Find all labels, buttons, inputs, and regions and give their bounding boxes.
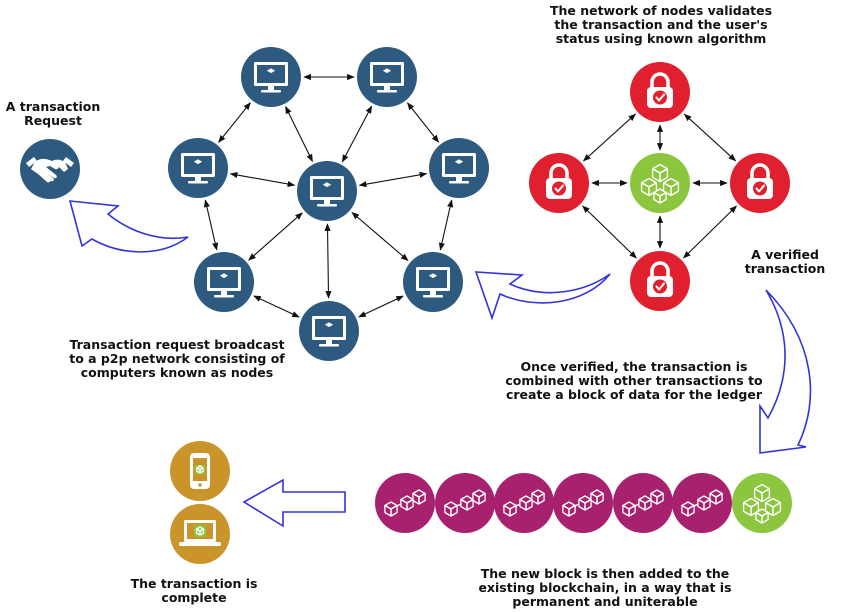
label-combined: Once verified, the transaction is combin… <box>505 359 763 402</box>
cubes-icon <box>384 489 426 517</box>
cubes-icon <box>503 489 545 517</box>
label-verified: A verified transaction <box>744 247 826 276</box>
computer-icon <box>181 153 215 184</box>
network-node-t2 <box>357 47 417 107</box>
cubes-icon <box>562 489 604 517</box>
diagram-nodes <box>20 47 792 564</box>
chain-block-5 <box>613 473 673 533</box>
chain-block-3 <box>494 473 554 533</box>
cubes-icon <box>742 483 782 524</box>
computer-icon <box>310 176 344 207</box>
network-node-b <box>299 301 359 361</box>
computer-icon <box>416 267 450 298</box>
cubes-icon <box>622 489 664 517</box>
lock-icon <box>647 261 673 297</box>
arrow-chain-to-complete <box>242 478 346 528</box>
lock-icon <box>647 72 673 108</box>
validator-node-top <box>630 62 690 122</box>
cubes-icon <box>444 489 486 517</box>
chain-block-6 <box>672 473 732 533</box>
transaction-request-node <box>20 139 80 199</box>
lock-icon <box>747 163 773 199</box>
arrow-verified-to-block <box>759 289 812 454</box>
validator-node-bot <box>630 251 690 311</box>
lock-icon <box>546 163 572 199</box>
computer-icon <box>442 153 476 184</box>
computer-icon <box>207 267 241 298</box>
new-block-node <box>732 473 792 533</box>
complete-phone-node <box>170 441 230 501</box>
label-validate: The network of nodes validates the trans… <box>549 3 773 46</box>
network-node-t1 <box>241 47 301 107</box>
label-transaction-request: A transaction Request <box>5 99 101 128</box>
cubes-icon <box>681 489 723 517</box>
chain-block-2 <box>435 473 495 533</box>
network-node-r <box>429 138 489 198</box>
validated-block-node <box>630 153 690 213</box>
network-node-c <box>297 161 357 221</box>
computer-icon <box>254 62 288 93</box>
complete-laptop-node <box>170 504 230 564</box>
network-node-bl <box>194 252 254 312</box>
computer-icon <box>370 62 404 93</box>
network-node-l <box>168 138 228 198</box>
computer-icon <box>312 316 346 347</box>
arrow-network-to-request <box>68 200 189 253</box>
label-broadcast: Transaction request broadcast to a p2p n… <box>69 337 285 380</box>
validator-node-left <box>529 153 589 213</box>
cubes-icon <box>640 163 680 204</box>
flow-arrows <box>68 200 812 528</box>
label-complete: The transaction is complete <box>130 576 258 605</box>
label-block-added: The new block is then added to the exist… <box>478 566 732 609</box>
connector-lines <box>203 73 737 318</box>
chain-block-1 <box>375 473 435 533</box>
phone-icon <box>190 453 210 489</box>
handshake-icon <box>26 157 74 183</box>
laptop-icon <box>179 520 221 546</box>
arrow-validation-to-network <box>474 271 611 321</box>
validator-node-right <box>730 153 790 213</box>
chain-block-4 <box>553 473 613 533</box>
network-node-br <box>403 252 463 312</box>
